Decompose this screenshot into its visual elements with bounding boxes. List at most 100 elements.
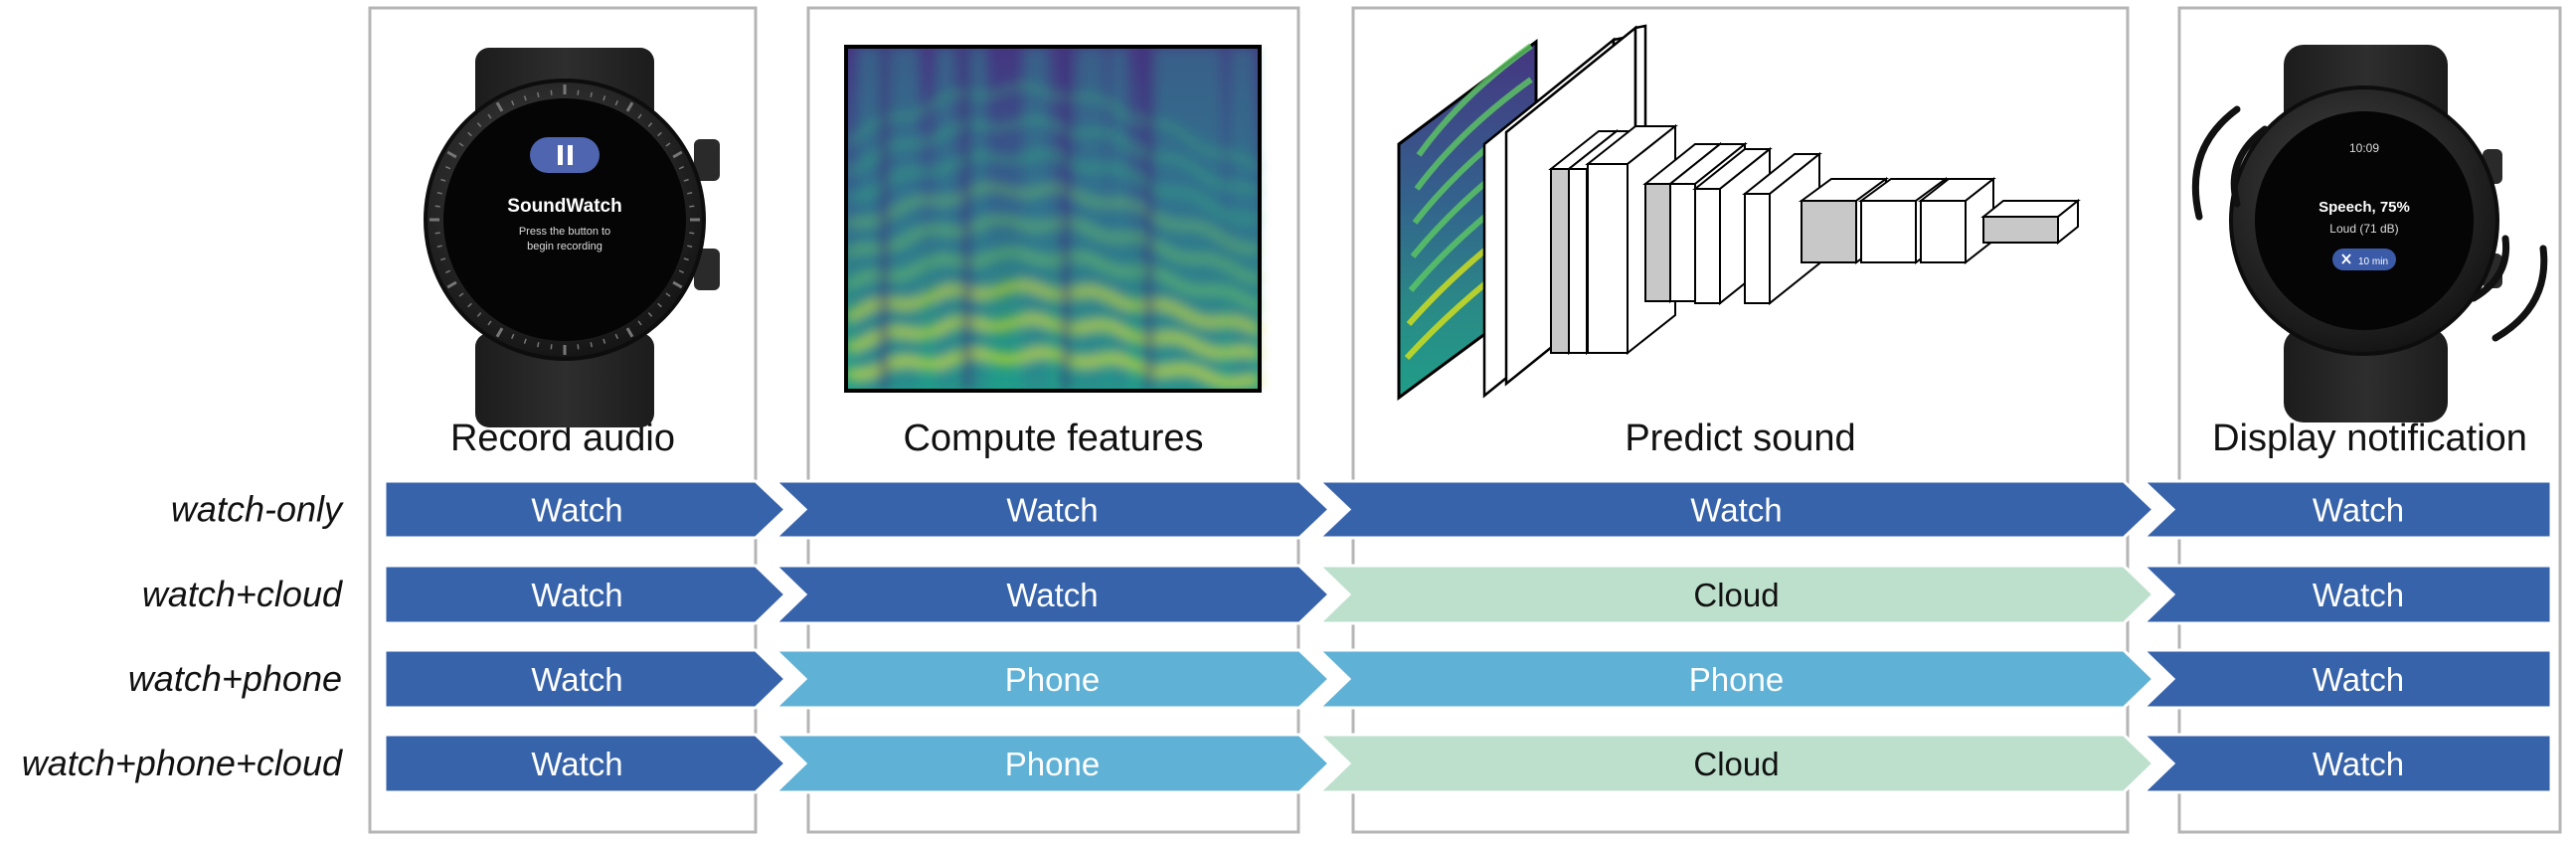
cell-label: Phone [1689,661,1784,698]
cell-label: Watch [2313,661,2404,698]
bezel-tick [487,113,492,119]
cell-arrow [772,648,1332,710]
cell-arrow [383,564,788,625]
spectrogram-image [844,45,1263,393]
bezel-tick [523,338,527,344]
bezel-tick [590,91,593,97]
cell-watch-phone-cloud-features: Phone [772,733,1332,794]
cell-watch-only-predict: Watch [1315,479,2156,540]
row-label-watch-only: watch-only [171,489,344,530]
cell-arrow [1315,564,2156,625]
snooze-button [2332,249,2396,270]
cell-watch-cloud-features: Watch [772,564,1332,625]
bezel-tick [476,122,482,127]
bezel-tick [476,312,482,317]
bezel-tick [687,245,693,248]
cell-watch-only-features: Watch [772,479,1332,540]
bezel-tick [683,257,689,261]
bezel-tick [434,232,440,235]
cnn-model-illustration [1397,24,2081,401]
bezel-tick [672,150,683,159]
watch-screen [2255,111,2474,330]
cell-label: Watch [2313,746,2404,782]
bezel-tick [657,302,662,308]
notification-sound: Speech, 75% [2318,199,2410,216]
row-label-watch-cloud: watch+cloud [142,574,343,614]
bezel-tick [577,344,580,350]
spectrogram-gap [961,47,972,391]
cell-arrow [1315,733,2156,794]
bezel-tick [647,122,653,127]
spectrogram-band [846,280,1263,336]
cell-label: Watch [2313,577,2404,613]
bezel-tick [537,91,540,97]
cell-watch-phone-notify: Watch [2140,648,2553,710]
cell-arrow [383,733,788,794]
stage-panel-notify [2177,6,2562,834]
cell-arrow [772,564,1332,625]
spectrogram-frame [844,45,1262,393]
stage-title-notify: Display notification [2212,418,2527,459]
stage-panel-features [806,6,1300,834]
bezel-tick [436,245,442,248]
bezel-tick [511,333,515,339]
cell-watch-phone-cloud-predict: Cloud [1315,733,2156,794]
spectrogram-band [846,347,1261,389]
cell-arrow [1315,648,2156,710]
row-labels: watch-only watch+cloud watch+phone watch+ph… [22,489,344,784]
spectrogram-band [846,183,1261,252]
cell-arrow [1315,479,2156,540]
bezel-tick [687,192,693,195]
spectrogram-column [1191,47,1223,391]
pause-icon [558,145,573,165]
cell-arrow [383,648,788,710]
bezel-tick [458,292,464,297]
watch-app-name: SoundWatch [507,196,621,217]
cell-arrow [2140,564,2553,625]
cell-label: Watch [531,661,622,698]
spectrogram-band [846,116,1262,196]
watch-instruction-line1: Press the button to [519,226,610,238]
bezel-tick [440,257,446,261]
bezel-tick [487,320,492,326]
cell-arrow [772,733,1332,794]
vibration-arcs-icon [2191,105,2548,342]
notification-loudness: Loud (71 dB) [2329,222,2398,236]
bezel-tick [637,320,642,326]
bezel-tick [537,342,540,348]
close-icon [2341,253,2351,264]
smartwatch-recording-image: SoundWatch Press the button to begin rec… [424,48,720,427]
cnn-dense-layer [1980,198,2081,246]
cell-label: Cloud [1693,746,1779,782]
cell-arrow [2140,733,2553,794]
spectrogram-band [846,150,1261,223]
pause-button [530,137,600,173]
row-label-watch-phone: watch+phone [128,658,342,699]
watch-strap-bottom [2284,328,2448,422]
row-label-watch-phone-cloud: watch+phone+cloud [22,743,343,783]
cell-watch-only-record: Watch [383,479,788,540]
cell-label: Phone [1005,661,1100,698]
bezel-tick [495,327,504,338]
bezel-tick [458,142,464,147]
cnn-layer-9 [1742,151,1822,306]
cell-label: Cloud [1693,577,1779,613]
cell-arrow [772,479,1332,540]
bezel-tick [590,342,593,348]
cell-label: Watch [1006,492,1098,529]
bezel-tick [577,89,580,95]
bezel-tick [440,178,446,182]
bezel-tick [602,95,606,101]
bezel-tick [495,101,504,112]
spectrogram-gap [1143,47,1154,391]
spectrogram-column [1109,47,1129,391]
spectrogram-band [846,313,1262,359]
spectrogram-column [890,47,921,391]
bezel-tick [445,269,451,273]
bezel-tick [625,101,634,112]
cell-label: Watch [531,492,622,529]
input-band [1414,77,1533,191]
cell-watch-phone-cloud-record: Watch [383,733,788,794]
